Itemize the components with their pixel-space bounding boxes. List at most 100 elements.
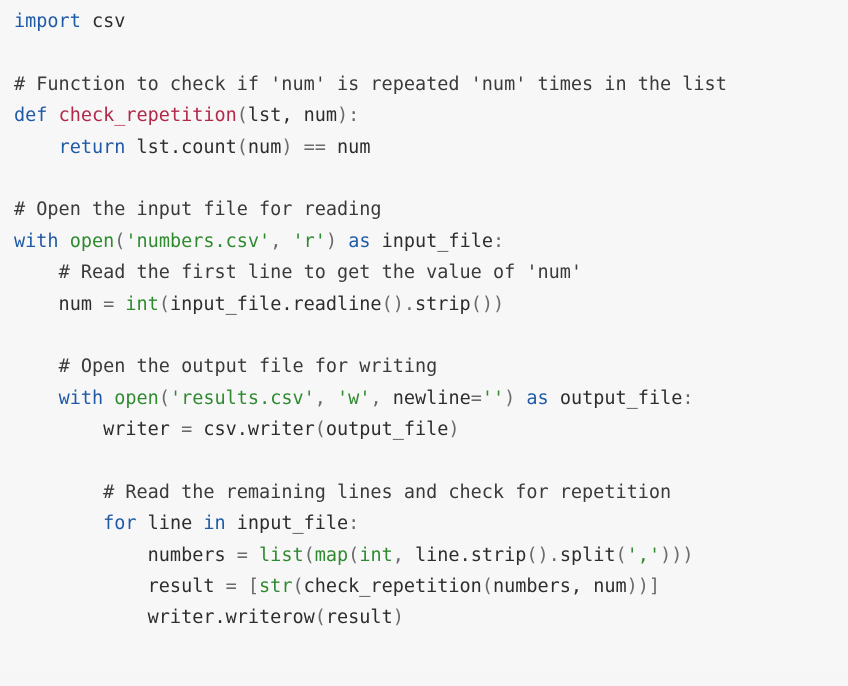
code-token: ))) <box>660 544 694 566</box>
code-token <box>114 294 125 315</box>
code-line: def check_repetition(lst, num): <box>14 100 848 131</box>
code-token: import <box>14 11 81 32</box>
code-token: '' <box>481 387 505 409</box>
code-token: for <box>103 513 137 535</box>
code-token <box>103 388 114 409</box>
code-token <box>515 388 526 409</box>
code-token: ( <box>314 419 326 441</box>
code-token: 'numbers.csv' <box>125 230 271 252</box>
code-token: ) <box>281 136 293 158</box>
code-token: def <box>14 105 48 127</box>
code-line <box>14 37 848 68</box>
code-line: for line in input_file: <box>14 508 848 539</box>
code-line: # Read the first line to get the value o… <box>14 257 848 288</box>
code-token: ( <box>236 136 248 158</box>
code-line: # Read the remaining lines and check for… <box>14 477 848 508</box>
code-line: writer.writerow(result) <box>14 602 848 633</box>
code-token: 'results.csv' <box>169 387 315 409</box>
code-token: ) <box>325 230 338 252</box>
code-token: int <box>359 544 393 566</box>
code-token <box>14 137 59 158</box>
code-token: , <box>370 387 393 409</box>
code-line: num = int(input_file.readline().strip()) <box>14 289 848 320</box>
code-token <box>47 105 58 126</box>
code-token: list <box>259 544 304 566</box>
code-token: = <box>470 387 482 409</box>
code-token: = <box>103 293 115 315</box>
code-token: ( <box>348 544 360 566</box>
code-token: ( <box>236 105 248 127</box>
code-token <box>14 388 59 409</box>
code-token: # Read the remaining lines and check for… <box>103 481 672 503</box>
code-token: # Function to check if 'num' is repeated… <box>14 73 727 95</box>
code-token: , <box>270 230 293 252</box>
code-line: # Open the output file for writing <box>14 351 848 382</box>
code-token: : <box>493 230 505 252</box>
code-line: return lst.count(num) == num <box>14 132 848 163</box>
code-token: [ <box>247 576 260 598</box>
code-token: writer <box>14 419 182 441</box>
code-token: split <box>559 544 616 566</box>
code-token: with <box>58 387 104 409</box>
code-token: lst.count <box>125 136 237 158</box>
code-token: as <box>348 230 371 252</box>
code-line: with open('numbers.csv', 'r') as input_f… <box>14 226 848 257</box>
code-token: in <box>203 513 226 535</box>
code-line <box>14 163 848 194</box>
code-token: result <box>14 576 226 598</box>
code-lines: import csv # Function to check if 'num' i… <box>14 6 848 634</box>
code-token <box>14 262 59 283</box>
code-token: ) <box>392 607 404 629</box>
code-line: import csv <box>14 6 848 37</box>
code-token: ): <box>337 105 360 127</box>
code-token <box>14 513 103 534</box>
code-token: ( <box>158 293 170 315</box>
code-token: == <box>303 136 326 158</box>
code-token: input_file <box>225 513 349 535</box>
code-token: map <box>314 544 349 566</box>
code-token: ( <box>314 607 326 629</box>
code-block: import csv # Function to check if 'num' i… <box>14 6 848 634</box>
code-token: writer.writerow <box>14 607 315 629</box>
code-token: : <box>348 513 360 535</box>
code-token: lst, num <box>247 105 338 127</box>
code-token: = <box>225 576 237 598</box>
code-token: with <box>14 230 59 252</box>
code-line: writer = csv.writer(output_file) <box>14 414 848 445</box>
code-token: 'r' <box>292 230 326 252</box>
code-token: ',' <box>626 544 661 566</box>
code-token: ( <box>481 576 493 598</box>
code-token: int <box>125 293 159 315</box>
code-token: = <box>236 544 248 566</box>
code-token: ) <box>448 419 460 441</box>
code-token: (). <box>381 293 415 315</box>
code-line <box>14 445 848 476</box>
code-token: ( <box>615 544 627 566</box>
code-token: open <box>114 387 159 409</box>
code-token: csv.writer <box>192 419 315 441</box>
code-token <box>237 576 248 597</box>
code-token: str <box>259 576 293 598</box>
code-token <box>292 137 303 158</box>
code-token: # Open the output file for writing <box>58 356 438 378</box>
code-token: line <box>136 513 204 535</box>
code-token: , <box>314 387 338 409</box>
code-token: num <box>247 136 282 158</box>
code-token: ( <box>158 387 170 409</box>
code-token: numbers, num <box>492 576 627 598</box>
code-token: # Read the first line to get the value o… <box>58 262 583 284</box>
code-line <box>14 320 848 351</box>
code-token: ( <box>303 544 315 566</box>
code-line: # Open the input file for reading <box>14 194 848 225</box>
code-token: ))] <box>626 576 661 598</box>
code-token: ( <box>292 576 304 598</box>
code-token: ) <box>504 387 516 409</box>
code-token: 'w' <box>337 387 371 409</box>
code-token: csv <box>80 11 126 32</box>
code-token: = <box>181 419 193 441</box>
code-token: as <box>526 387 549 409</box>
code-token <box>59 231 70 252</box>
code-token <box>337 231 348 252</box>
code-token: result <box>325 607 393 629</box>
code-token <box>248 545 259 566</box>
